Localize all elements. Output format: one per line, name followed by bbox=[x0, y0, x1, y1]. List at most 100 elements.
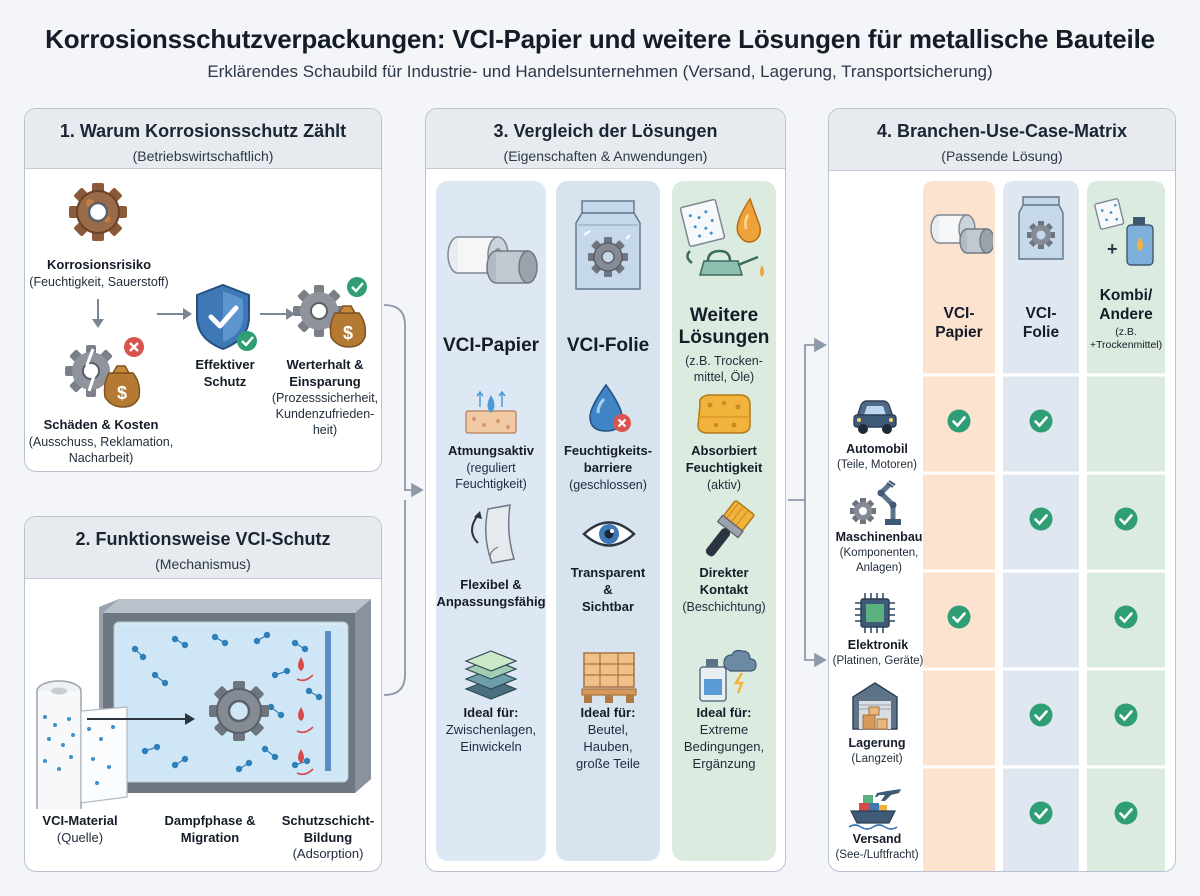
ideal-title: Ideal für: bbox=[696, 705, 752, 720]
flexible-paper-icon bbox=[471, 504, 515, 564]
page-subtitle: Erklärendes Schaubild für Industrie- und… bbox=[207, 62, 993, 81]
risk-desc: (Feuchtigkeit, Sauerstoff) bbox=[29, 274, 169, 289]
moisture-barrier-icon bbox=[589, 383, 631, 432]
chip-icon bbox=[855, 593, 895, 633]
damage-desc-2: Nacharbeit) bbox=[68, 450, 134, 465]
breathable-layer-icon bbox=[465, 390, 517, 434]
layer-desc: (Adsorption) bbox=[292, 846, 364, 862]
panel-subheading: (Eigenschaften & Anwendungen) bbox=[503, 148, 708, 164]
row-desc-1: (Teile, Motoren) bbox=[837, 458, 917, 471]
sponge-icon bbox=[697, 394, 751, 434]
warehouse-icon bbox=[852, 682, 898, 730]
value-gear-money-icon: $ bbox=[293, 277, 367, 348]
row-desc-1: (Komponenten, bbox=[839, 546, 919, 559]
vapor-title-2: Migration bbox=[180, 829, 240, 845]
matrix-col-papier bbox=[923, 181, 995, 871]
feature-title-2: barriere bbox=[583, 459, 633, 475]
vci-bag-icon bbox=[575, 200, 641, 290]
layer-title-2: Bildung bbox=[303, 829, 353, 845]
check-icon bbox=[1029, 703, 1053, 727]
pallet-icon bbox=[581, 652, 637, 703]
check-icon bbox=[1114, 801, 1138, 825]
protect-title-1: Effektiver bbox=[195, 357, 255, 372]
col-desc-weitere: (z.B. Trocken- mittel, Öle) bbox=[672, 353, 776, 386]
feature-title-1: Transparent bbox=[570, 565, 646, 580]
feature-desc-2: Feuchtigkeit) bbox=[455, 477, 527, 492]
col-desc-1: (z.B. Trocken- bbox=[685, 354, 763, 368]
row-label-lagerung: Lagerung (Langzeit) bbox=[829, 735, 925, 767]
ideal-2: Bedingungen, bbox=[683, 738, 765, 754]
header-small-1: (z.B. bbox=[1115, 326, 1137, 339]
material-label: VCI-Material (Quelle) bbox=[25, 813, 135, 846]
shield-check-icon bbox=[196, 283, 257, 351]
svg-text:$: $ bbox=[117, 383, 127, 403]
feature-weitere-2: Direkter Kontakt (Beschichtung) bbox=[672, 565, 776, 615]
header-line-2: Andere bbox=[1099, 305, 1153, 323]
feature-desc-1: (reguliert bbox=[466, 460, 516, 475]
col-title-vci-folie: VCI-Folie bbox=[566, 335, 650, 356]
ideal-1: Extreme bbox=[699, 721, 749, 737]
header-line-1: VCI- bbox=[943, 305, 975, 322]
feature-folie-2: Transparent & Sichtbar bbox=[556, 565, 660, 616]
col-desc-2: mittel, Öle) bbox=[693, 370, 755, 385]
value-desc-3: heit) bbox=[312, 423, 338, 438]
feature-title-2: Kontakt bbox=[699, 581, 749, 597]
feature-papier-1: Atmungsaktiv (reguliert Feuchtigkeit) bbox=[436, 443, 546, 492]
feature-title-1: Direkter bbox=[699, 565, 749, 580]
ideal-title: Ideal für: bbox=[580, 705, 636, 720]
ideal-3: große Teile bbox=[575, 755, 641, 771]
vapor-label: Dampfphase & Migration bbox=[155, 813, 265, 846]
svg-text:+: + bbox=[1107, 239, 1118, 259]
ideal-2: Einwickeln bbox=[460, 738, 522, 754]
panel-heading: 1. Warum Korrosionsschutz Zählt bbox=[59, 121, 347, 141]
canister-cloud-icon bbox=[699, 649, 757, 702]
check-icon bbox=[1029, 409, 1053, 433]
matrix-row-lines bbox=[923, 373, 1165, 769]
header-line-1: Kombi/ bbox=[1099, 287, 1153, 304]
panel-heading: 3. Vergleich der Lösungen bbox=[493, 121, 718, 141]
row-label-elektronik: Elektronik (Platinen, Geräte) bbox=[829, 637, 927, 669]
value-title-2: Einsparung bbox=[289, 373, 361, 389]
feature-papier-2: Flexibel & Anpassungsfähig bbox=[436, 577, 546, 611]
feature-title-2: Anpassungsfähig bbox=[436, 593, 546, 609]
feature-title-2: Feuchtigkeit bbox=[685, 459, 763, 475]
matrix-header-folie: VCI- Folie bbox=[1003, 305, 1079, 342]
broken-gear-money-icon: $ bbox=[65, 337, 144, 408]
vci-bag-icon bbox=[1018, 196, 1064, 260]
feature-weitere-1: Absorbiert Feuchtigkeit (aktiv) bbox=[672, 443, 776, 493]
page-title: Korrosionsschutzverpackungen: VCI-Papier… bbox=[45, 24, 1155, 54]
feature-title-1: Absorbiert bbox=[691, 443, 757, 458]
row-title: Elektronik bbox=[847, 638, 909, 652]
feature-desc: (Beschichtung) bbox=[682, 599, 766, 614]
arrow-down-icon bbox=[92, 299, 104, 328]
matrix-header-papier: VCI- Papier bbox=[923, 305, 995, 342]
value-label: Werterhalt & Einsparung (Prozesssicherhe… bbox=[269, 357, 381, 438]
ideal-1: Zwischenlagen, bbox=[445, 721, 537, 737]
damage-desc-1: (Ausschuss, Reklamation, bbox=[28, 434, 174, 449]
col-title-vci-papier: VCI-Papier bbox=[442, 335, 540, 356]
feature-folie-1: Feuchtigkeits- barriere (geschlossen) bbox=[556, 443, 660, 493]
panel-comparison: 3. Vergleich der Lösungen (Eigenschaften… bbox=[425, 108, 786, 872]
matrix-checks bbox=[829, 109, 1175, 871]
row-title: Versand bbox=[852, 832, 902, 846]
row-label-automobil: Automobil (Teile, Motoren) bbox=[829, 441, 925, 473]
panel-vci-mechanism: 2. Funktionsweise VCI-Schutz (Mechanismu… bbox=[24, 516, 382, 872]
rusty-gear-icon bbox=[69, 183, 127, 241]
layers-icon bbox=[464, 650, 518, 700]
layer-title-1: Schutzschicht- bbox=[281, 813, 375, 828]
check-icon bbox=[1029, 507, 1053, 531]
column-vci-folie bbox=[556, 181, 660, 861]
row-desc-1: (Langzeit) bbox=[851, 752, 903, 765]
ship-plane-icon bbox=[848, 789, 901, 830]
feature-desc: (aktiv) bbox=[706, 477, 742, 492]
header-small-2: +Trockenmittel) bbox=[1089, 338, 1163, 351]
feature-title-3: Sichtbar bbox=[581, 598, 634, 614]
svg-text:$: $ bbox=[343, 323, 353, 343]
row-label-maschinenbau: Maschinenbau (Komponenten, Anlagen) bbox=[829, 529, 929, 576]
feature-title-1: Feuchtigkeits- bbox=[563, 443, 653, 458]
check-icon bbox=[1114, 703, 1138, 727]
check-icon bbox=[1114, 507, 1138, 531]
check-icon bbox=[947, 409, 971, 433]
header-line-2: Papier bbox=[935, 323, 983, 341]
